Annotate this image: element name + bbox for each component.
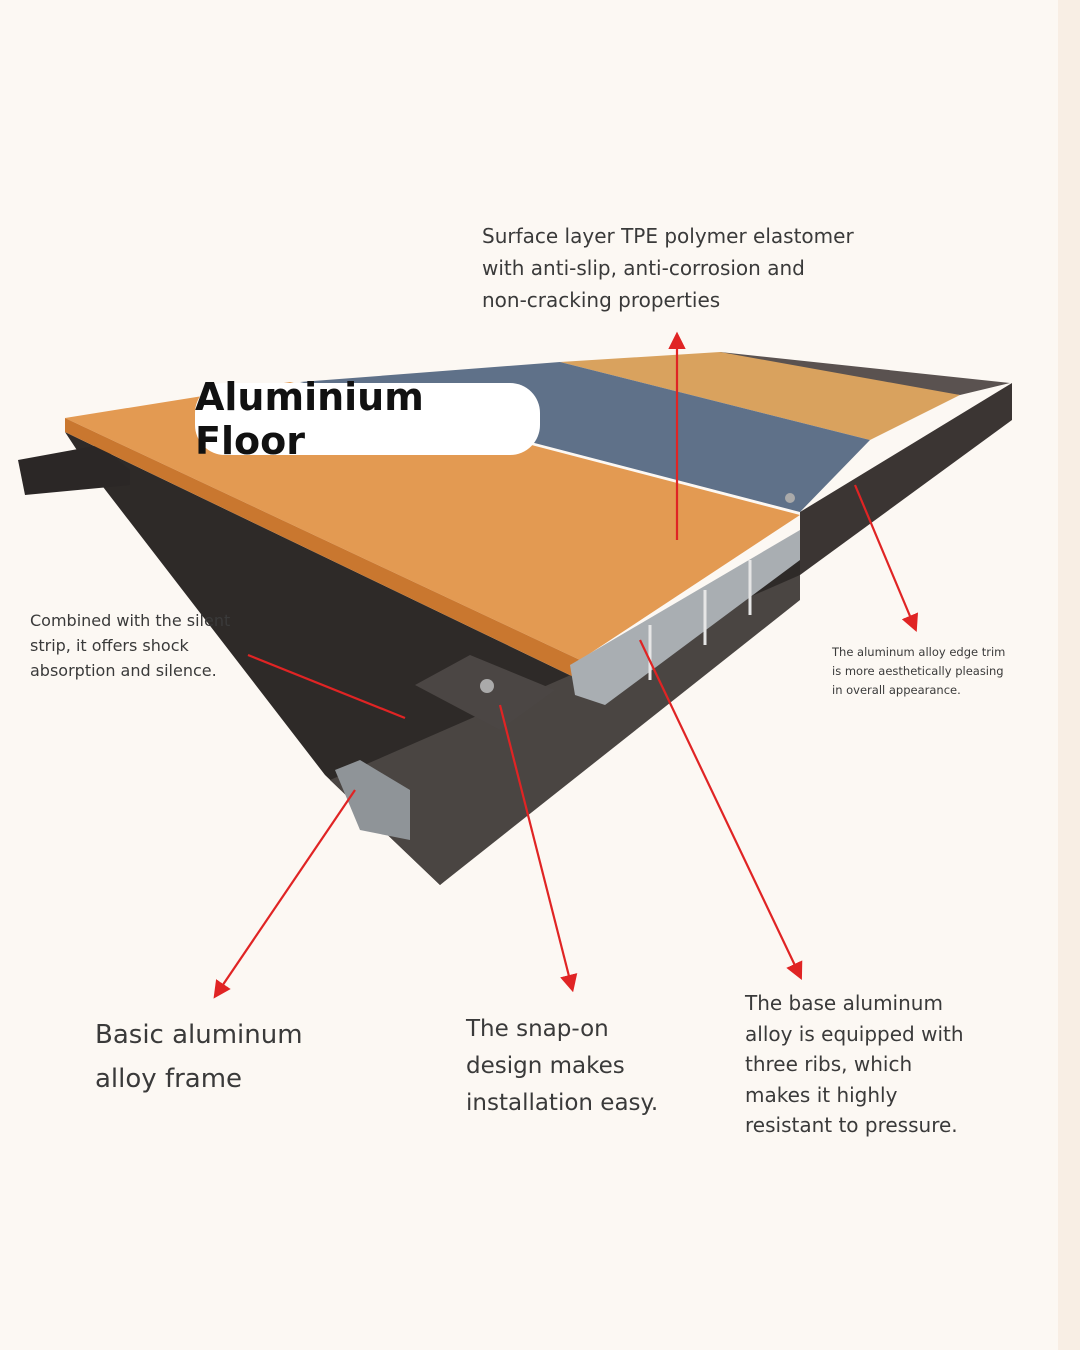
arrow-snap-on	[498, 704, 578, 993]
profile-section	[570, 530, 800, 705]
arrow-ribs	[639, 639, 803, 980]
edge-trim	[800, 383, 1012, 575]
label-ribs: The base aluminum alloy is equipped with…	[745, 991, 964, 1137]
label-snap-on: The snap-on design makes installation ea…	[466, 1016, 659, 1116]
floor-body	[18, 352, 1012, 885]
label-edge-trim: The aluminum alloy edge trim is more aes…	[832, 645, 1006, 697]
arrow-edge-trim	[853, 484, 919, 633]
arrow-frame	[213, 789, 356, 999]
side-strip	[1058, 0, 1080, 1350]
title-badge: Aluminium Floor	[195, 375, 540, 463]
label-frame: Basic aluminum alloy frame	[95, 1020, 303, 1094]
label-silent-strip: Combined with the silent strip, it offer…	[30, 611, 231, 680]
label-surface: Surface layer TPE polymer elastomer with…	[482, 224, 854, 312]
base-frame-end	[335, 760, 410, 840]
left-clip	[18, 445, 130, 495]
callout-arrows	[213, 331, 919, 999]
arrow-silent-strip	[247, 653, 406, 720]
